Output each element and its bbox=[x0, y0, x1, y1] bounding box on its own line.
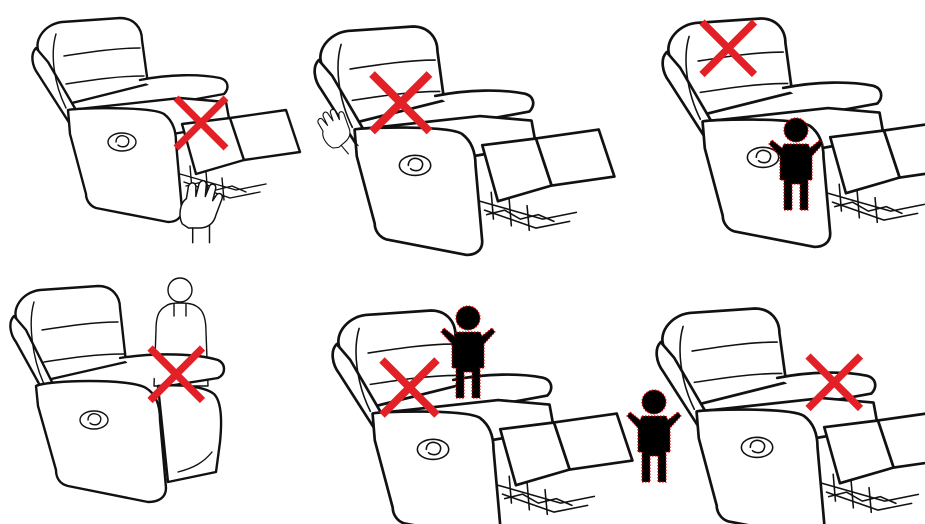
reclined-chair-illustration bbox=[315, 26, 615, 254]
child-icon bbox=[627, 390, 681, 482]
panel-1-hand-under-footrest bbox=[32, 18, 300, 243]
panel-2-hand-near-mechanism bbox=[311, 26, 615, 254]
hand-icon bbox=[180, 181, 222, 243]
panel-6-child-beside-chair bbox=[627, 308, 925, 524]
panel-3-child-near-reclined-chair bbox=[663, 18, 925, 246]
panel-4-person-behind-chair bbox=[10, 278, 224, 502]
reclined-chair-illustration bbox=[32, 18, 300, 222]
reclined-chair-illustration bbox=[657, 308, 925, 524]
panel-5-child-on-armrest bbox=[333, 306, 633, 524]
